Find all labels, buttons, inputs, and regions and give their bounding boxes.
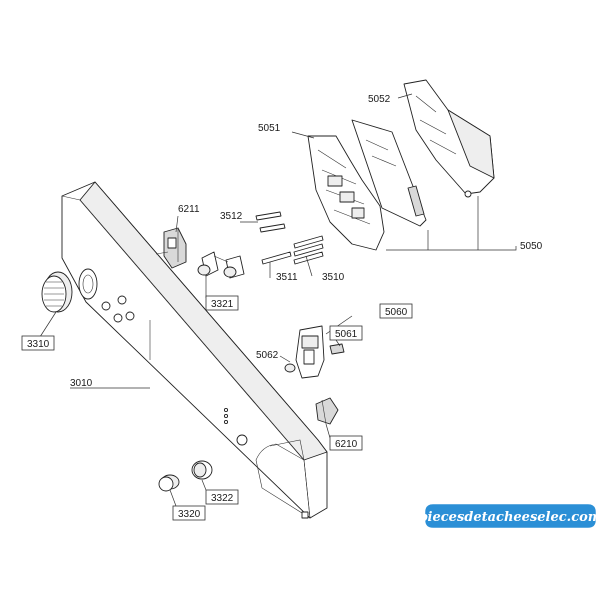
part-label-3310: 3310 bbox=[21, 335, 55, 351]
part-label-3010: 3010 bbox=[70, 378, 93, 389]
housing-5052 bbox=[403, 79, 495, 198]
part-label-3321: 3321 bbox=[205, 295, 239, 311]
svg-text:3322: 3322 bbox=[211, 493, 234, 504]
svg-text:3511: 3511 bbox=[276, 272, 298, 283]
switch-6211 bbox=[155, 227, 187, 269]
svg-text:5051: 5051 bbox=[258, 123, 281, 134]
part-label-5050: 5050 bbox=[520, 241, 543, 252]
svg-text:5062: 5062 bbox=[256, 350, 279, 361]
switch-6210 bbox=[315, 397, 339, 425]
part-label-3322: 3322 bbox=[205, 489, 239, 505]
svg-text:6211: 6211 bbox=[178, 204, 200, 215]
svg-text:6210: 6210 bbox=[335, 439, 358, 450]
ring-3322 bbox=[191, 460, 213, 480]
button-3320 bbox=[158, 474, 180, 492]
cover-5050 bbox=[351, 119, 427, 227]
part-label-3511: 3511 bbox=[276, 272, 298, 283]
svg-text:5061: 5061 bbox=[335, 329, 358, 340]
part-label-5062: 5062 bbox=[256, 350, 279, 361]
svg-text:3320: 3320 bbox=[178, 509, 201, 520]
pins-3512 bbox=[255, 211, 286, 233]
watermark-text: piecesdetacheeselec.com bbox=[418, 510, 600, 525]
svg-text:3310: 3310 bbox=[27, 339, 50, 350]
svg-text:5060: 5060 bbox=[385, 307, 408, 318]
part-label-3320: 3320 bbox=[172, 505, 206, 521]
part-label-3510: 3510 bbox=[322, 272, 345, 283]
watermark-banner: piecesdetacheeselec.com bbox=[418, 501, 600, 531]
part-label-5060: 5060 bbox=[379, 303, 413, 319]
pcb-frame-5051 bbox=[307, 135, 385, 251]
switch-3321 bbox=[197, 251, 245, 279]
part-label-5052: 5052 bbox=[368, 94, 391, 105]
svg-text:5052: 5052 bbox=[368, 94, 391, 105]
part-label-5051: 5051 bbox=[258, 123, 281, 134]
svg-text:3321: 3321 bbox=[211, 299, 234, 310]
leader-lines bbox=[37, 93, 517, 507]
part-label-5061: 5061 bbox=[329, 325, 363, 341]
svg-text:3510: 3510 bbox=[322, 272, 345, 283]
part-label-6210: 6210 bbox=[329, 435, 363, 451]
part-label-6211: 6211 bbox=[178, 204, 200, 215]
pins-3510 bbox=[293, 235, 324, 265]
thermostat-5060 bbox=[284, 325, 345, 379]
svg-text:5050: 5050 bbox=[520, 241, 543, 252]
part-label-3512: 3512 bbox=[220, 211, 243, 222]
knob-3310 bbox=[41, 271, 73, 313]
svg-text:3010: 3010 bbox=[70, 378, 93, 389]
svg-text:3512: 3512 bbox=[220, 211, 243, 222]
control-panel-3010 bbox=[61, 181, 328, 519]
pin-3511 bbox=[261, 251, 292, 265]
